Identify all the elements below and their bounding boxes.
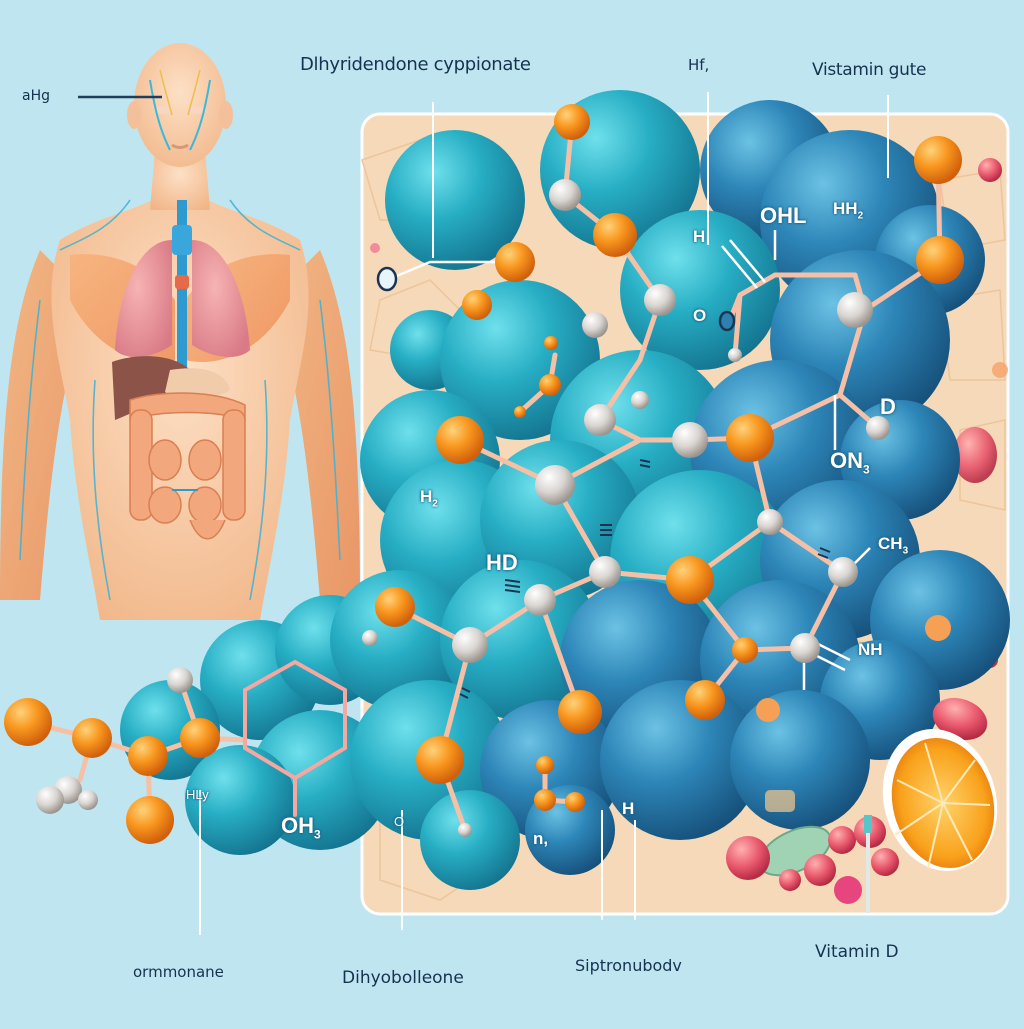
chem-nh-right: NH xyxy=(858,640,883,659)
chem-n-bottom: n, xyxy=(533,829,549,848)
food-items xyxy=(726,697,998,913)
label-bottom-right: Vitamin D xyxy=(815,942,899,962)
orange-atoms xyxy=(4,104,964,844)
label-bottom-left: ormmonane xyxy=(133,963,224,981)
chem-h-left-upper: H xyxy=(693,227,706,246)
chem-o-bottom: O xyxy=(394,814,405,829)
label-bottom-center-left: Dihyobolleone xyxy=(342,968,464,988)
label-top-left: aHg xyxy=(22,88,50,104)
chem-on-right: ON3 xyxy=(830,448,870,477)
grey-atoms xyxy=(36,179,890,837)
chem-h-bottom: H xyxy=(622,799,635,818)
label-top-center: Dlhyridendone cyppionate xyxy=(300,54,531,75)
oxygen-ring-markers xyxy=(376,266,736,332)
chem-hd-center: HD xyxy=(486,550,518,575)
hashed-bonds xyxy=(459,459,831,699)
label-top-right: Vistamin gute xyxy=(812,60,927,80)
human-anatomy-figure xyxy=(0,43,360,620)
chem-ch-right: CH3 xyxy=(878,534,909,557)
chem-hly-left: HLy xyxy=(186,787,209,802)
chem-d-right: D xyxy=(880,394,896,419)
label-bottom-center-right: Siptronubodv xyxy=(575,956,682,975)
intestines xyxy=(129,392,246,540)
chem-oh-upper: OHL xyxy=(760,203,807,228)
leader-lines xyxy=(199,92,889,935)
label-top-hf: Hf, xyxy=(688,56,710,74)
chem-oh-bottom: OH3 xyxy=(281,813,321,842)
chem-o-upper: O xyxy=(693,306,707,325)
chem-h-mid: H2 xyxy=(420,487,438,510)
chem-hh-upper: HH2 xyxy=(833,199,864,222)
